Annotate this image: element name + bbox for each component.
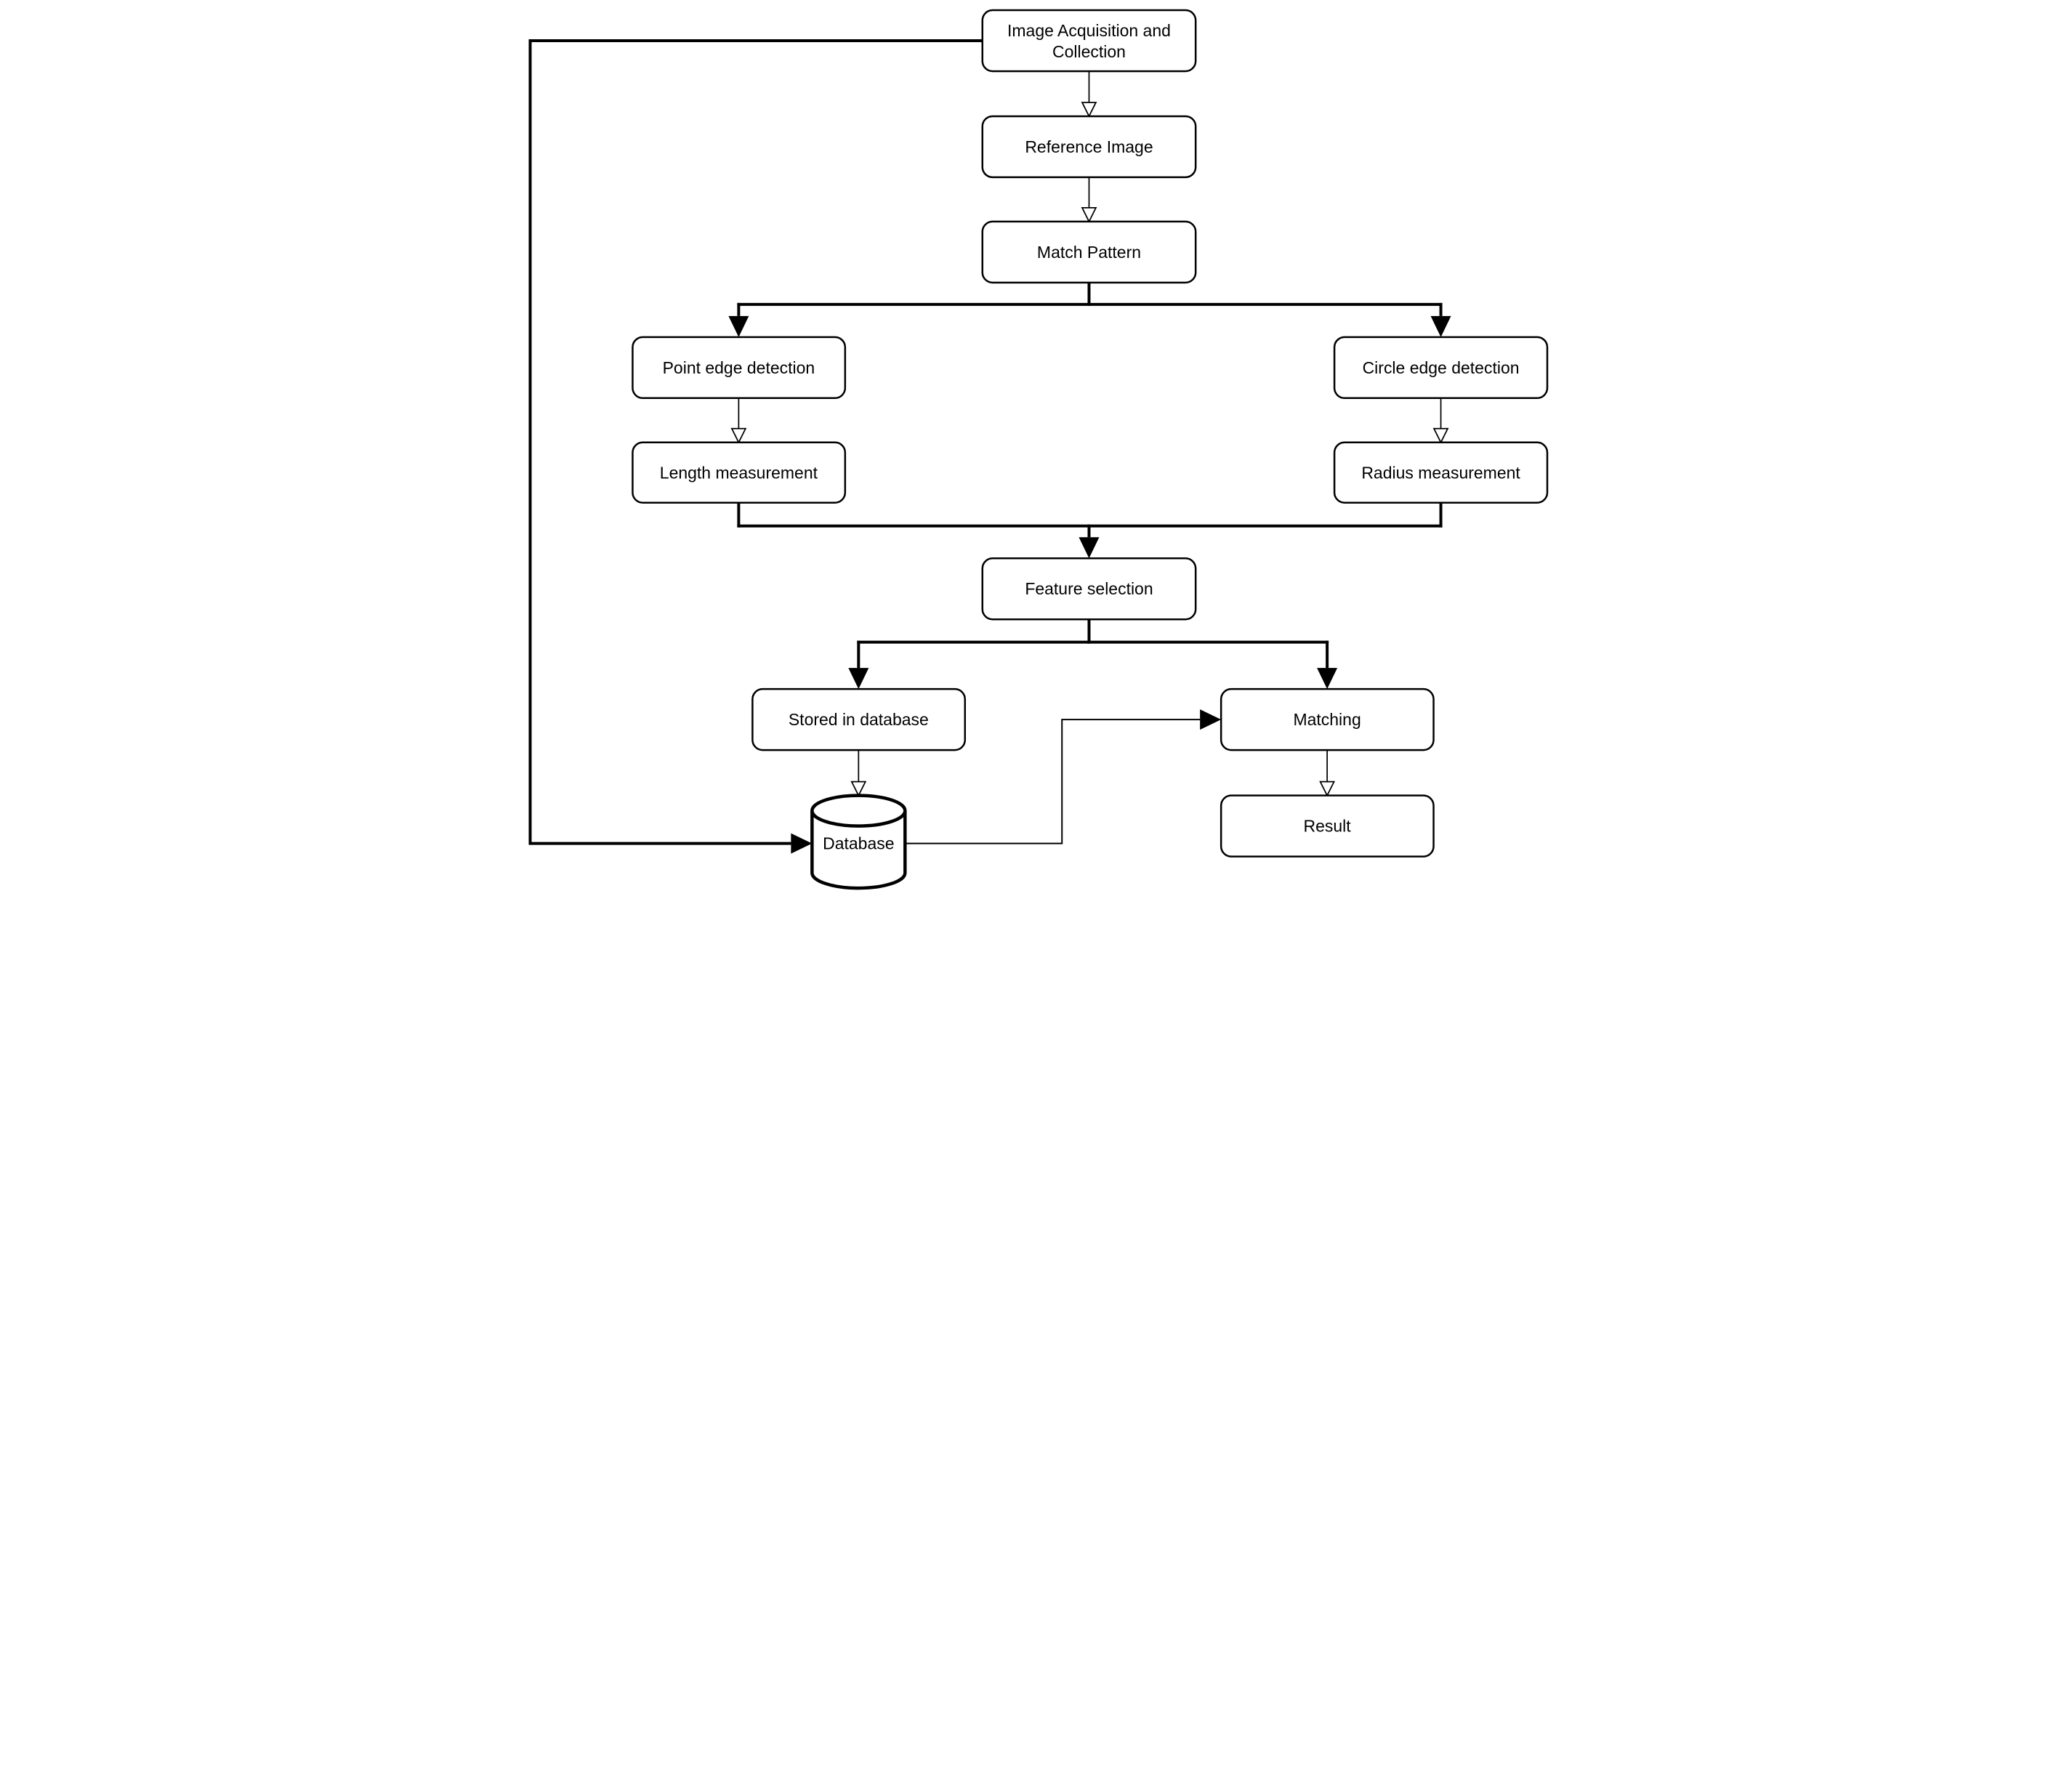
database-cylinder-top <box>810 794 907 828</box>
point-edge-detection-box <box>632 336 847 400</box>
node-point-edge-detection: Point edge detection <box>632 336 847 400</box>
node-matching: Matching <box>1220 687 1435 751</box>
flowchart-canvas: Image Acquisition and Collection Referen… <box>518 0 1554 894</box>
node-layer: Image Acquisition and Collection Referen… <box>632 9 1549 890</box>
database-cylinder-body <box>810 810 907 890</box>
image-acquisition-label-line1: Image Acquisition and <box>1007 21 1171 40</box>
node-length-measurement: Length measurement <box>632 441 847 504</box>
point-edge-detection-label: Point edge detection <box>663 358 815 377</box>
reference-image-box <box>981 115 1197 179</box>
match-pattern-box <box>981 220 1197 284</box>
stored-in-database-box <box>751 687 967 751</box>
result-box <box>1220 794 1435 858</box>
node-stored-in-database: Stored in database <box>751 687 967 751</box>
flowchart-page: Image Acquisition and Collection Referen… <box>518 0 1554 894</box>
edge-layer <box>528 39 1451 854</box>
node-radius-measurement: Radius measurement <box>1333 441 1549 504</box>
image-acquisition-box <box>981 9 1197 73</box>
stored-in-database-label: Stored in database <box>789 710 929 729</box>
feature-selection-box <box>981 557 1197 621</box>
edge-database-to-matching <box>905 709 1222 844</box>
radius-measurement-label: Radius measurement <box>1361 463 1520 482</box>
length-measurement-label: Length measurement <box>660 463 818 482</box>
circle-edge-detection-label: Circle edge detection <box>1363 358 1520 377</box>
result-label: Result <box>1304 817 1352 836</box>
circle-edge-detection-box <box>1333 336 1549 400</box>
node-match-pattern: Match Pattern <box>981 220 1197 284</box>
image-acquisition-label-line2: Collection <box>1052 42 1126 61</box>
matching-label: Matching <box>1293 710 1360 729</box>
match-pattern-label: Match Pattern <box>1037 243 1141 262</box>
feature-selection-label: Feature selection <box>1025 579 1153 598</box>
radius-measurement-box <box>1333 441 1549 504</box>
node-feature-selection: Feature selection <box>981 557 1197 621</box>
database-label: Database <box>823 834 894 853</box>
matching-box <box>1220 687 1435 751</box>
node-reference-image: Reference Image <box>981 115 1197 179</box>
node-circle-edge-detection: Circle edge detection <box>1333 336 1549 400</box>
reference-image-label: Reference Image <box>1025 137 1153 156</box>
node-image-acquisition: Image Acquisition and Collection <box>981 9 1197 73</box>
node-result: Result <box>1220 794 1435 858</box>
edge-image-acquisition-to-database-feedback <box>528 39 983 854</box>
node-database: Database <box>810 794 907 890</box>
length-measurement-box <box>632 441 847 504</box>
